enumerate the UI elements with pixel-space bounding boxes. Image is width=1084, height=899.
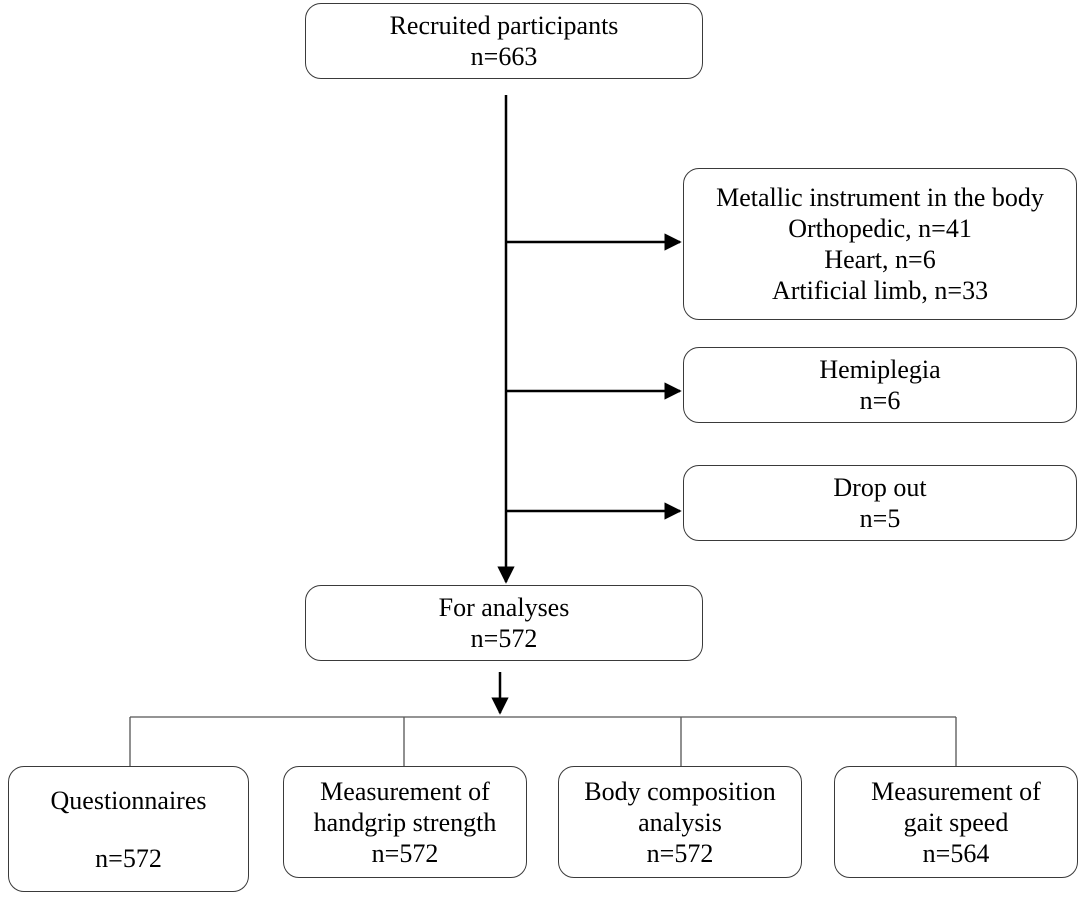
measure-gait-speed-count: n=564 xyxy=(922,838,990,868)
measure-questionnaires-count: n=572 xyxy=(95,843,162,873)
exclusion-hemiplegia-count: n=6 xyxy=(859,386,901,415)
exclusion-metallic-box: Metallic instrument in the body Orthoped… xyxy=(683,168,1077,320)
measure-handgrip-count: n=572 xyxy=(371,838,439,868)
recruited-count: n=663 xyxy=(470,42,538,71)
exclusion-metallic-orthopedic: Orthopedic, n=41 xyxy=(788,214,972,243)
analyses-box: For analyses n=572 xyxy=(305,585,703,661)
exclusion-metallic-title: Metallic instrument in the body xyxy=(716,183,1044,212)
recruited-participants-box: Recruited participants n=663 xyxy=(305,3,703,79)
measure-questionnaires-label: Questionnaires xyxy=(50,785,207,815)
measure-body-composition-label-1: Body composition xyxy=(584,776,776,806)
measure-body-composition-box: Body composition analysis n=572 xyxy=(558,766,802,878)
measure-questionnaires-box: Questionnaires n=572 xyxy=(8,766,249,892)
analyses-count: n=572 xyxy=(470,624,538,653)
measure-body-composition-count: n=572 xyxy=(646,838,714,868)
measure-handgrip-box: Measurement of handgrip strength n=572 xyxy=(283,766,527,878)
exclusion-dropout-count: n=5 xyxy=(859,504,901,533)
measure-handgrip-label-2: handgrip strength xyxy=(313,807,497,837)
exclusion-metallic-limb: Artificial limb, n=33 xyxy=(771,276,989,305)
exclusion-dropout-title: Drop out xyxy=(833,473,927,502)
measure-handgrip-label-1: Measurement of xyxy=(320,776,490,806)
exclusion-dropout-box: Drop out n=5 xyxy=(683,465,1077,541)
exclusion-metallic-heart: Heart, n=6 xyxy=(824,245,936,274)
exclusion-hemiplegia-title: Hemiplegia xyxy=(819,355,941,384)
recruited-title: Recruited participants xyxy=(389,11,619,40)
exclusion-hemiplegia-box: Hemiplegia n=6 xyxy=(683,347,1077,423)
measure-gait-speed-label-2: gait speed xyxy=(903,807,1009,837)
measure-gait-speed-label-1: Measurement of xyxy=(871,776,1041,806)
measure-body-composition-label-2: analysis xyxy=(638,807,722,837)
measure-gait-speed-box: Measurement of gait speed n=564 xyxy=(834,766,1078,878)
analyses-title: For analyses xyxy=(438,593,570,622)
